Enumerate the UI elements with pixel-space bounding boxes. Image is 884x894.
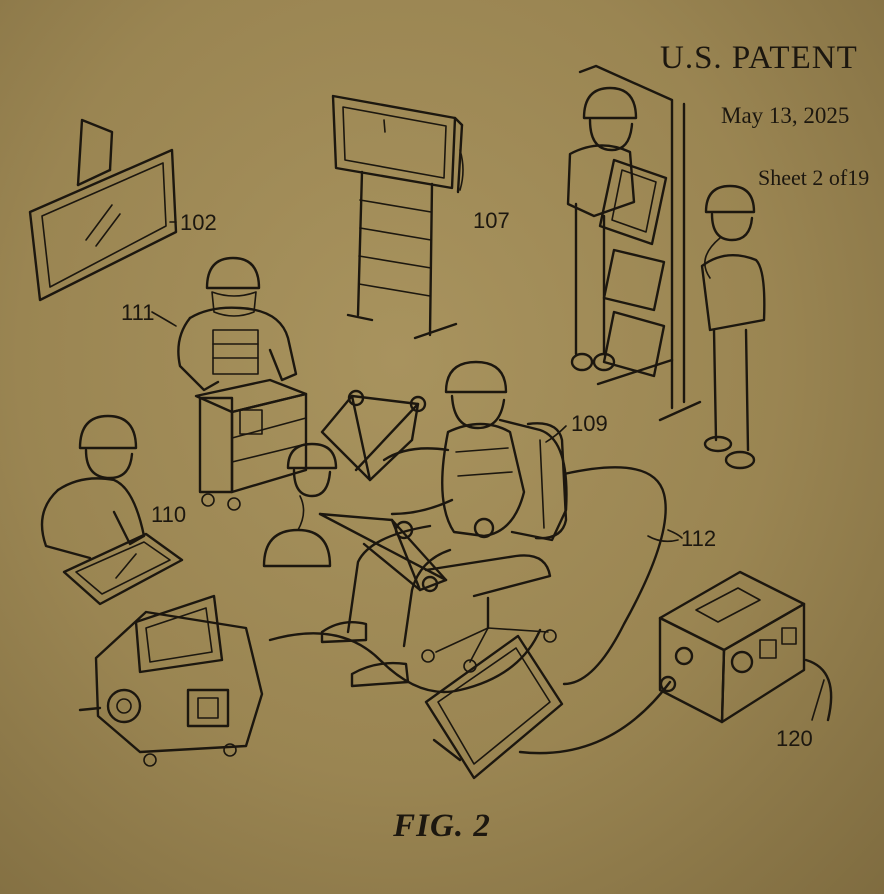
cables [270, 467, 831, 753]
haptic-linkage [320, 391, 446, 591]
desk-operator [178, 258, 306, 510]
ref-107: 107 [473, 208, 510, 233]
figure-label: FIG. 2 [393, 808, 491, 844]
backpack-unit [528, 423, 566, 538]
ref-111: 111 [121, 300, 155, 325]
observer [702, 186, 764, 468]
sheet-number: Sheet 2 of19 [758, 165, 870, 190]
wall-display [30, 120, 176, 300]
leader-lines [152, 312, 824, 720]
tablet-operator [42, 416, 182, 604]
display-rack [333, 96, 463, 338]
control-unit [80, 596, 262, 766]
floor-display [426, 636, 562, 778]
exoskeleton-user [322, 362, 566, 686]
ref-110: 110 [151, 502, 187, 527]
patent-title: U.S. PATENT [660, 40, 858, 76]
ref-120: 120 [776, 726, 813, 751]
ref-109: 109 [571, 411, 608, 436]
ref-112: 112 [681, 526, 717, 551]
standing-supervisor [568, 66, 700, 420]
robot-head [264, 444, 336, 566]
power-unit [660, 572, 804, 722]
patent-date: May 13, 2025 [721, 103, 850, 128]
ref-102: 102 [180, 210, 217, 235]
